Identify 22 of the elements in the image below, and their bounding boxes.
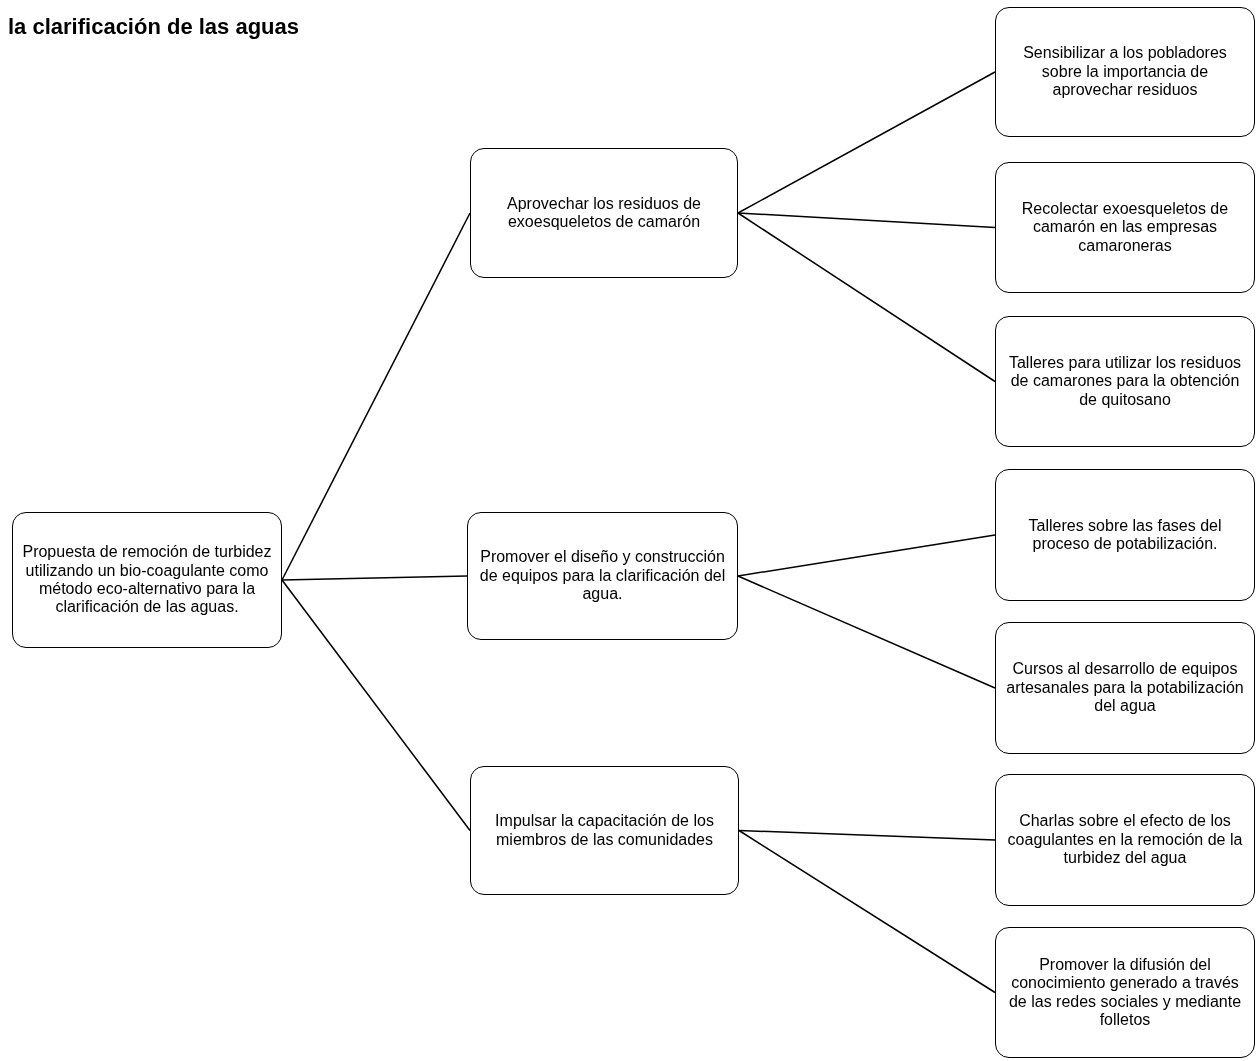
connector-line xyxy=(281,575,468,581)
connector-line xyxy=(738,829,996,994)
text-box: Impulsar la capacitación de los miembros de las comunidades xyxy=(470,766,739,895)
connector-line xyxy=(737,212,996,229)
text-box: Talleres para utilizar los residuos de camarones para la obtención de quitosano xyxy=(995,316,1255,447)
text-box: Promover la difusión del conocimiento generado a través de las redes sociales y mediante folletos xyxy=(995,927,1255,1058)
text-box: Talleres sobre las fases del proceso de potabilización. xyxy=(995,469,1255,601)
connector-line xyxy=(281,579,471,832)
text-box: Recolectar exoesqueletos de camarón en las empresas camaroneras xyxy=(995,162,1255,293)
connector-line xyxy=(737,534,996,577)
connector-line xyxy=(738,829,996,841)
text-box: Aprovechar los residuos de exoesqueletos de camarón xyxy=(470,148,738,278)
connector-line xyxy=(737,71,996,214)
connector-line xyxy=(281,212,471,581)
connector-line xyxy=(737,575,996,689)
text-box: Propuesta de remoción de turbidez utilizando un bio-coagulante como método eco-alternativo para la clarificación de las aguas. xyxy=(12,512,282,648)
text-box: Charlas sobre el efecto de los coagulantes en la remoción de la turbidez del agua xyxy=(995,774,1255,906)
text-box: Cursos al desarrollo de equipos artesanales para la potabilización del agua xyxy=(995,622,1255,754)
text-box: Promover el diseño y construcción de equipos para la clarificación del agua. xyxy=(467,512,738,640)
text-box: Sensibilizar a los pobladores sobre la importancia de aprovechar residuos xyxy=(995,7,1255,137)
connector-line xyxy=(737,212,996,383)
title: la clarificación de las aguas xyxy=(8,14,300,40)
